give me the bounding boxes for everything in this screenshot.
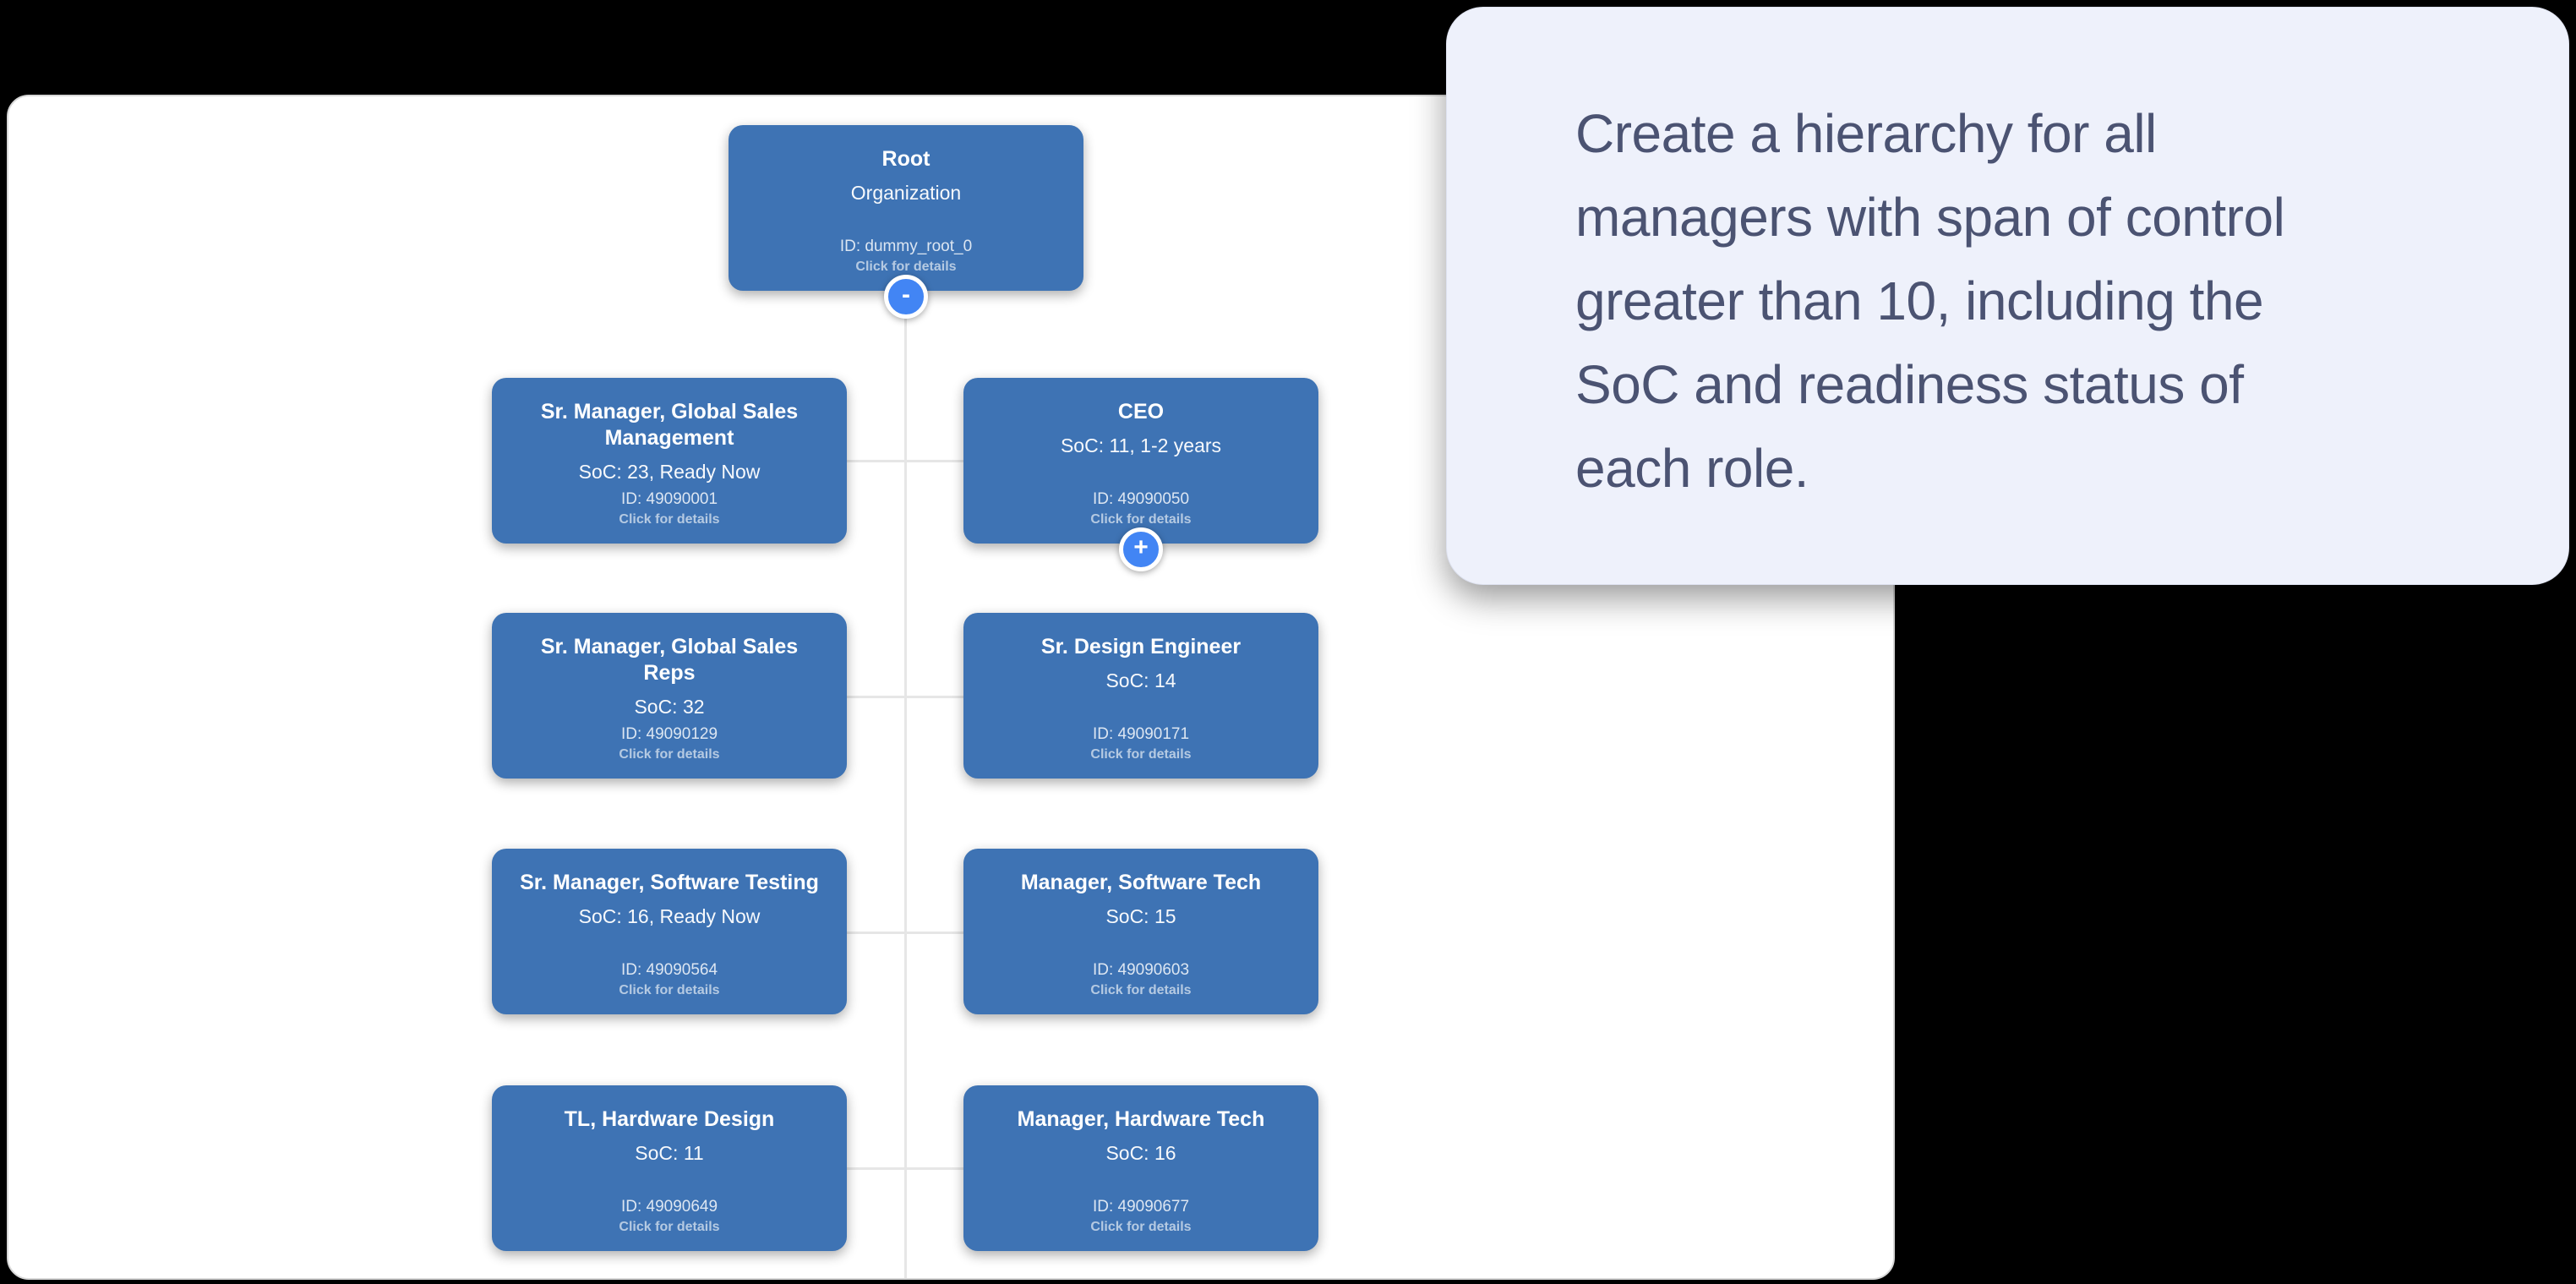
node-id: ID: 49090001 [620,490,718,508]
org-node-root[interactable]: Root Organization ID: dummy_root_0 Click… [729,125,1083,319]
node-hint: Click for details [619,512,720,527]
org-node-manager-software-tech[interactable]: Manager, Software Tech SoC: 15 ID: 49090… [963,849,1318,1014]
node-subtitle: SoC: 16, Ready Now [578,905,761,927]
node-title: TL, Hardware Design [564,1107,775,1131]
node-id: ID: dummy_root_0 [839,238,973,255]
node-hint: Click for details [1090,983,1192,997]
connector-row-3 [847,932,965,934]
collapse-button[interactable]: - [884,275,928,319]
node-subtitle: SoC: 14 [1105,669,1176,691]
org-node-sr-manager-global-sales-management[interactable]: Sr. Manager, Global Sales Management SoC… [492,378,847,544]
node-title: Sr. Design Engineer [1040,635,1242,658]
node-hint: Click for details [1090,747,1192,762]
node-title: Sr. Manager, Global Sales Management [540,400,799,450]
node-title: Sr. Manager, Global Sales Reps [540,635,799,685]
node-id: ID: 49090649 [620,1198,718,1216]
node-hint: Click for details [619,1220,720,1234]
node-id: ID: 49090171 [1092,725,1190,743]
org-node-ceo[interactable]: CEO SoC: 11, 1-2 years ID: 49090050 Clic… [963,378,1318,571]
node-title: Root [881,147,931,171]
node-id: ID: 49090050 [1092,490,1190,508]
node-subtitle: SoC: 15 [1105,905,1176,927]
connector-row-2 [847,696,965,698]
node-id: ID: 49090564 [620,961,718,979]
node-hint: Click for details [619,747,720,762]
node-id: ID: 49090677 [1092,1198,1190,1216]
expand-button[interactable]: + [1119,527,1163,571]
node-id: ID: 49090129 [620,725,718,743]
org-node-manager-hardware-tech[interactable]: Manager, Hardware Tech SoC: 16 ID: 49090… [963,1085,1318,1251]
node-hint: Click for details [619,983,720,997]
node-hint: Click for details [1090,512,1192,527]
node-subtitle: SoC: 23, Ready Now [578,461,761,483]
node-title: Sr. Manager, Software Testing [520,871,819,894]
node-hint: Click for details [855,260,957,274]
node-subtitle: SoC: 16 [1105,1142,1176,1164]
node-id: ID: 49090603 [1092,961,1190,979]
connector-row-1 [847,460,965,462]
prompt-text: Create a hierarchy for all managers with… [1575,103,2285,499]
node-title: CEO [1117,400,1165,423]
node-subtitle: SoC: 11 [635,1142,704,1164]
connector-row-4 [847,1167,965,1170]
node-subtitle: SoC: 32 [634,696,705,718]
org-node-tl-hardware-design[interactable]: TL, Hardware Design SoC: 11 ID: 49090649… [492,1085,847,1251]
node-subtitle: SoC: 11, 1-2 years [1060,434,1222,456]
node-subtitle: Organization [850,182,962,204]
connector-trunk [904,291,907,1278]
node-hint: Click for details [1090,1220,1192,1234]
org-node-sr-manager-global-sales-reps[interactable]: Sr. Manager, Global Sales Reps SoC: 32 I… [492,613,847,779]
org-node-sr-manager-software-testing[interactable]: Sr. Manager, Software Testing SoC: 16, R… [492,849,847,1014]
prompt-card: Create a hierarchy for all managers with… [1446,7,2569,585]
org-node-sr-design-engineer[interactable]: Sr. Design Engineer SoC: 14 ID: 49090171… [963,613,1318,779]
node-title: Manager, Hardware Tech [1017,1107,1265,1131]
node-title: Manager, Software Tech [1020,871,1262,894]
